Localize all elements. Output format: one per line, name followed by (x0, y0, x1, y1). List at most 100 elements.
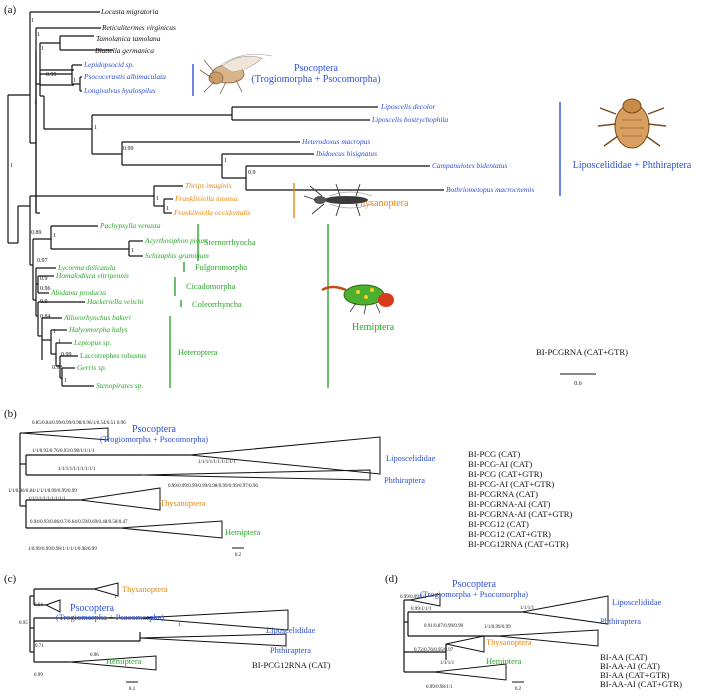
panel-d-supports: 0.99/0.99/1/1 0.99/1/1/1 1/1/1/1 0.91/0.… (400, 595, 535, 690)
taxon-label: Halyomorpha halys (68, 325, 128, 334)
support-value: 0.99/0.98/1/1 (426, 685, 453, 690)
panel-a-taxa: Locusta migratoria Reticulitermes virgin… (50, 7, 534, 390)
dataset-label: BI-PCG-AI (CAT) (468, 459, 532, 469)
taxon-label: Hackeriella veitchi (86, 297, 143, 306)
taxon-label: Heterodoxus macropus (301, 137, 370, 146)
group-label-fulgoromorpha: Fulgoromorpha (195, 263, 247, 272)
dataset-label: BI-AA-AI (CAT) (600, 661, 660, 671)
panel-d-tree (403, 593, 609, 681)
support-value: 0.95 (19, 621, 28, 626)
taxon-label: Gerris sp. (77, 363, 107, 372)
group-label-psocoptera: Psocoptera (294, 63, 338, 74)
group-label-thysanoptera: Thysanoptera (160, 499, 206, 508)
support-value: 1 (10, 163, 13, 169)
support-value: 0.9 (40, 276, 48, 282)
support-value: 0.85/0.84/0.99/0.99/0.98/0.96/1/0.54/0.5… (32, 421, 126, 426)
dataset-label: BI-PCG12RNA (CAT+GTR) (468, 539, 569, 549)
taxon-label: Liposcelis decolor (380, 102, 436, 111)
support-value: 0.9 (248, 170, 256, 176)
support-value: 1 (131, 248, 134, 254)
taxon-label: Homalodisca vitripennis (55, 271, 129, 280)
support-value: 0.71 (35, 644, 44, 649)
taxon-label: Lycorma delicatula (57, 263, 116, 272)
group-label-psocoptera-sub: (Trogiomorpha + Psocomorpha) (56, 613, 164, 622)
dataset-label: BI-PCGRNA (CAT) (468, 489, 538, 499)
support-value: 1 (114, 595, 117, 600)
taxon-label: Abidama producta (50, 288, 106, 297)
dataset-label: BI-PCG (CAT+GTR) (468, 469, 542, 479)
panel-d-label: (d) (385, 573, 398, 585)
support-value: 1 (94, 125, 97, 131)
support-value: 1 (37, 32, 40, 38)
support-value: 1 (53, 233, 56, 239)
panel-b-dataset-list: BI-PCG (CAT) BI-PCG-AI (CAT) BI-PCG (CAT… (468, 449, 573, 549)
dataset-label: BI-AA (CAT) (600, 652, 648, 662)
taxon-label: Ibidoecus bisignatus (315, 149, 377, 158)
support-value: 0.99 (46, 72, 57, 78)
group-label-psocoptera: Psocoptera (70, 603, 114, 614)
thrips-illustration (303, 183, 373, 217)
support-value: 0.9 (40, 299, 48, 305)
group-label-hemiptera: Hemiptera (352, 322, 395, 333)
group-label-hemiptera: Hemiptera (486, 657, 522, 666)
panel-c-label: (c) (4, 573, 17, 585)
group-label-cicadomorpha: Cicadomorpha (186, 282, 236, 291)
group-label-heteroptera: Heteroptera (178, 348, 218, 357)
support-value: 1 (156, 196, 159, 202)
support-value: 0.99 (123, 146, 134, 152)
panel-a-tree (7, 11, 444, 387)
group-label-phthiraptera: Phthiraptera (600, 617, 641, 626)
support-value: 0.99 (34, 673, 43, 678)
taxon-label: Pachypsylla venusta (99, 221, 161, 230)
group-label-psocoptera-sub: (Trogiomorpha + Psocomorpha) (100, 435, 208, 444)
support-value: 1/1/0.92/0.76/0.93/0.98/1/1/1/1 (32, 449, 95, 454)
support-value: 0.84 (40, 314, 51, 320)
support-value: 0.99/0.99/0.99/0.99/0.98/0.99/0.99/0.97/… (168, 484, 258, 489)
group-label-psocoptera-sub: (Trogiomorpha + Psocomorpha) (251, 74, 380, 85)
group-label-psocoptera: Psocoptera (452, 579, 496, 590)
panel-c-dataset-label: BI-PCG12RNA (CAT) (252, 660, 331, 670)
panel-d-groups: Psocoptera (Trogiomorpha + Psocomorpha) … (420, 579, 662, 666)
support-value: 1 (41, 46, 44, 52)
taxon-label: Lepidopsocid sp. (83, 60, 134, 69)
taxon-label: Frankliniella intonsa (174, 194, 238, 203)
dataset-label: BI-AA (CAT+GTR) (600, 670, 670, 680)
support-value: 1/1/1/1 (520, 606, 535, 611)
panel-d-scale-label: 0.2 (515, 687, 522, 692)
support-value: 1/1/1/1/1/1/1/1/1/1 (58, 467, 96, 472)
taxon-label: Campanulotes bidentatus (432, 161, 507, 170)
group-label-thysanoptera: Thysanoptera (122, 585, 168, 594)
psocoptera-insect-illustration (199, 53, 273, 95)
group-label-coleorrhyncha: Coleorrhyncha (192, 300, 242, 309)
panel-a-scale-label: 0.6 (574, 381, 582, 387)
panel-c-supports: 0.64 0.95 0.71 1 0.96 0.99 1 (19, 595, 181, 678)
dataset-label: BI-PCGRNA-AI (CAT) (468, 499, 550, 509)
support-value: 1/1/1/1/1/1/1/1/1/1 (198, 460, 236, 465)
taxon-label: Locusta migratoria (100, 7, 159, 16)
support-value: 1/1/0.99/0.99 (484, 625, 511, 630)
group-label-psocoptera: Psocoptera (132, 424, 176, 435)
support-value: 1 (178, 623, 181, 628)
group-label-hemiptera: Hemiptera (106, 657, 142, 666)
support-value: 0.97 (37, 258, 48, 264)
panel-a-label: (a) (4, 4, 17, 16)
support-value: 1/1/1/1/1/1/1/1/1/1 (28, 497, 66, 502)
group-label-thysanoptera: Thysanoptera (354, 198, 409, 209)
dataset-label: BI-PCG (CAT) (468, 449, 520, 459)
dataset-label: BI-PCGRNA-AI (CAT+GTR) (468, 509, 573, 519)
support-value: 1 (58, 339, 61, 345)
support-value: 1 (73, 78, 76, 84)
panel-c-groups: Thysanoptera Psocoptera (Trogiomorpha + … (56, 585, 316, 666)
support-value: 1 (166, 206, 169, 212)
panel-c-scale-label: 0.2 (129, 687, 136, 692)
group-label-liposcelididae: Liposcelididae (612, 598, 662, 607)
dataset-label: BI-PCG12 (CAT) (468, 519, 529, 529)
panel-d-dataset-list: BI-AA (CAT) BI-AA-AI (CAT) BI-AA (CAT+GT… (600, 652, 682, 689)
taxon-label: Bothriometopus macrocnemis (446, 185, 534, 194)
support-value: 0.91/0.87/0.99/0.99 (424, 624, 464, 629)
panel-b-supports: 0.85/0.84/0.99/0.99/0.98/0.96/1/0.54/0.5… (8, 421, 258, 552)
taxon-label: Longivalvus hyalospilus (83, 86, 156, 95)
group-label-hemiptera: Hemiptera (225, 528, 261, 537)
taxon-label: Stenopirates sp. (96, 381, 143, 390)
